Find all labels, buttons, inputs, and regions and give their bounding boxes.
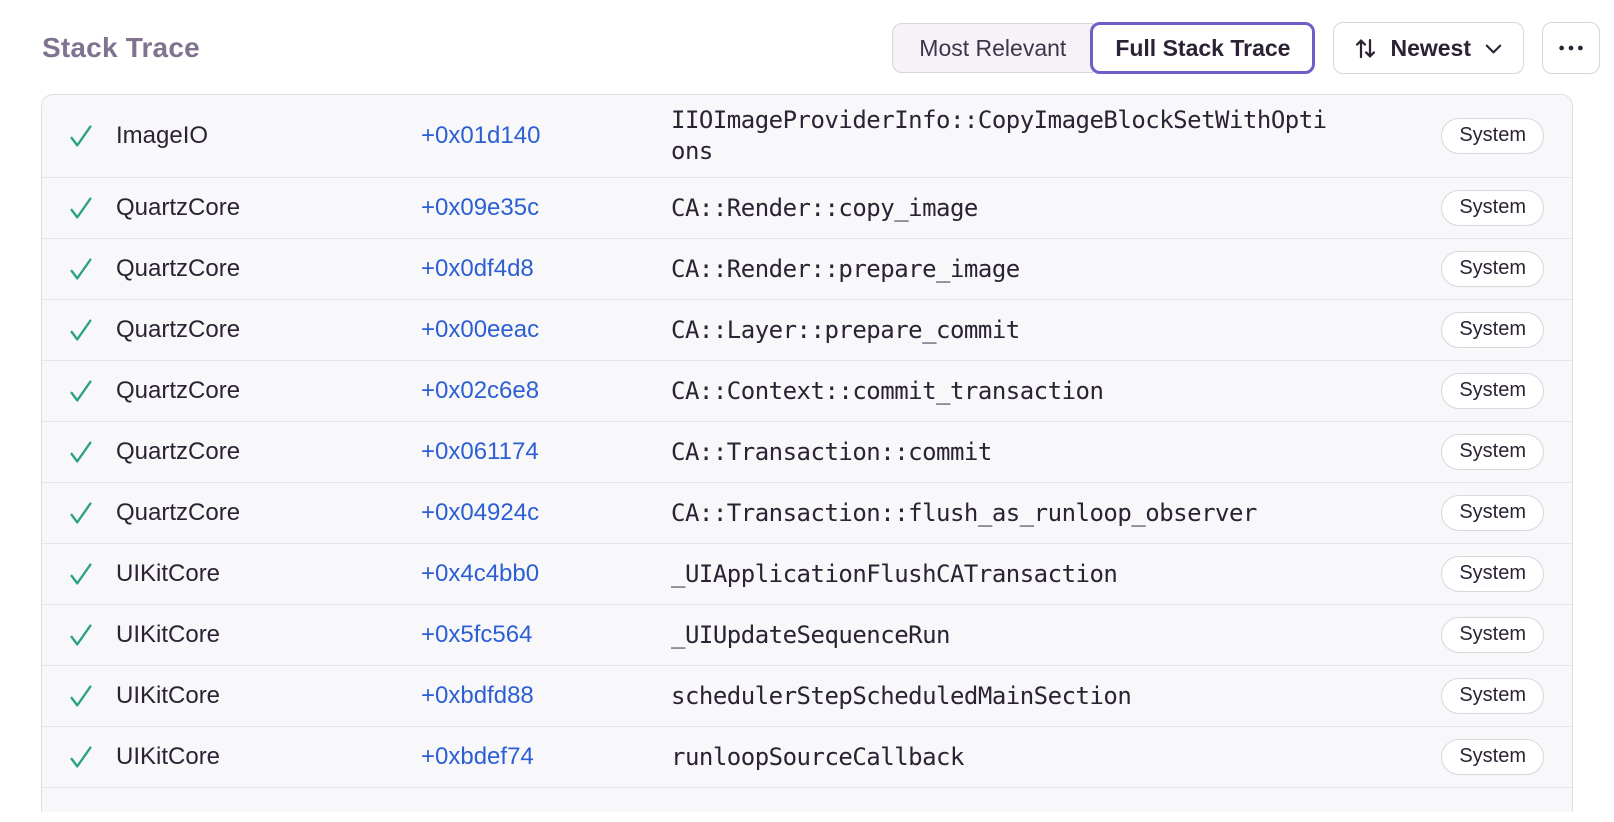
frame-module: QuartzCore: [116, 377, 241, 404]
full-stack-trace-label: Full Stack Trace: [1115, 34, 1291, 61]
sort-arrows-icon: [1352, 35, 1379, 62]
trace-view-segmented-control: Most Relevant Full Stack Trace: [892, 22, 1316, 74]
chevron-down-icon: [1482, 37, 1505, 60]
frame-system-badge: System: [1441, 556, 1544, 592]
stack-frame-row[interactable]: UIKitCore +0x5fc564 _UIUpdateSequenceRun…: [42, 605, 1572, 666]
overflow-menu-button[interactable]: [1542, 22, 1600, 74]
frame-address-link[interactable]: +0x00eeac: [421, 316, 540, 343]
frame-module: QuartzCore: [116, 194, 241, 221]
frame-system-badge: System: [1441, 373, 1544, 409]
frame-address-link[interactable]: +0x01d140: [421, 122, 541, 149]
frame-system-badge: System: [1441, 495, 1544, 531]
frame-address-link[interactable]: +0x04924c: [421, 499, 540, 526]
check-icon: [66, 376, 96, 406]
frame-function: _UIUpdateSequenceRun: [671, 620, 950, 649]
frame-system-badge: System: [1441, 434, 1544, 470]
frame-module: UIKitCore: [116, 560, 221, 587]
check-icon: [66, 742, 96, 772]
full-stack-trace-button[interactable]: Full Stack Trace: [1090, 22, 1316, 74]
stack-frame-row[interactable]: QuartzCore +0x02c6e8 CA::Context::commit…: [42, 361, 1572, 422]
check-icon: [66, 121, 96, 151]
check-icon: [66, 437, 96, 467]
frame-address-link[interactable]: +0x5fc564: [421, 621, 533, 648]
frame-function: runloopSourceCallback: [671, 742, 964, 771]
frame-system-badge: System: [1441, 617, 1544, 653]
stack-frame-row[interactable]: UIKitCore +0xbdfd88 schedulerStepSchedul…: [42, 666, 1572, 727]
check-icon: [66, 315, 96, 345]
check-icon: [66, 620, 96, 650]
stack-frame-row[interactable]: QuartzCore +0x0df4d8 CA::Render::prepare…: [42, 239, 1572, 300]
sort-order-label: Newest: [1390, 34, 1471, 61]
check-icon: [66, 559, 96, 589]
stack-frame-row[interactable]: QuartzCore +0x00eeac CA::Layer::prepare_…: [42, 300, 1572, 361]
stack-frame-row[interactable]: UIKitCore +0xbdef74 runloopSourceCallbac…: [42, 727, 1572, 788]
frame-address-link[interactable]: +0x02c6e8: [421, 377, 540, 404]
most-relevant-label: Most Relevant: [919, 34, 1067, 61]
frame-system-badge: System: [1441, 190, 1544, 226]
frame-function: IIOImageProviderInfo::CopyImageBlockSetW…: [671, 106, 1327, 165]
frame-function: CA::Render::copy_image: [671, 193, 978, 222]
stack-frame-row[interactable]: QuartzCore +0x09e35c CA::Render::copy_im…: [42, 178, 1572, 239]
stack-frame-row-partial: [42, 788, 1572, 812]
frame-module: QuartzCore: [116, 316, 241, 343]
frame-system-badge: System: [1441, 251, 1544, 287]
frame-function: CA::Render::prepare_image: [671, 254, 1020, 283]
frame-module: ImageIO: [116, 122, 209, 149]
frame-function: CA::Transaction::flush_as_runloop_observ…: [671, 498, 1257, 527]
frame-address-link[interactable]: +0x09e35c: [421, 194, 540, 221]
frame-module: UIKitCore: [116, 743, 221, 770]
frame-module: QuartzCore: [116, 255, 241, 282]
frame-module: QuartzCore: [116, 438, 241, 465]
frame-module: UIKitCore: [116, 621, 221, 648]
frame-function: schedulerStepScheduledMainSection: [671, 681, 1132, 710]
frame-system-badge: System: [1441, 118, 1544, 154]
frame-module: UIKitCore: [116, 682, 221, 709]
stack-frame-row[interactable]: QuartzCore +0x04924c CA::Transaction::fl…: [42, 483, 1572, 544]
stack-frame-row[interactable]: QuartzCore +0x061174 CA::Transaction::co…: [42, 422, 1572, 483]
check-icon: [66, 254, 96, 284]
frame-address-link[interactable]: +0x4c4bb0: [421, 560, 540, 587]
check-icon: [66, 193, 96, 223]
ellipsis-icon: [1556, 33, 1586, 63]
frame-function: CA::Layer::prepare_commit: [671, 315, 1020, 344]
check-icon: [66, 498, 96, 528]
frame-system-badge: System: [1441, 678, 1544, 714]
frame-function: CA::Context::commit_transaction: [671, 376, 1104, 405]
header-controls: Most Relevant Full Stack Trace Newest: [892, 22, 1600, 74]
frame-module: QuartzCore: [116, 499, 241, 526]
stack-frame-row[interactable]: ImageIO +0x01d140 IIOImageProviderInfo::…: [42, 95, 1572, 178]
stack-trace-list: ImageIO +0x01d140 IIOImageProviderInfo::…: [41, 94, 1573, 812]
stack-trace-header: Stack Trace Most Relevant Full Stack Tra…: [0, 0, 1614, 74]
frame-address-link[interactable]: +0x0df4d8: [421, 255, 534, 282]
frame-system-badge: System: [1441, 739, 1544, 775]
frame-function: CA::Transaction::commit: [671, 437, 992, 466]
stack-frame-row[interactable]: UIKitCore +0x4c4bb0 _UIApplicationFlushC…: [42, 544, 1572, 605]
most-relevant-button[interactable]: Most Relevant: [892, 23, 1094, 73]
check-icon: [66, 681, 96, 711]
frame-function: _UIApplicationFlushCATransaction: [671, 559, 1118, 588]
frame-address-link[interactable]: +0x061174: [421, 438, 539, 465]
frame-system-badge: System: [1441, 312, 1544, 348]
frame-address-link[interactable]: +0xbdfd88: [421, 682, 534, 709]
page-title: Stack Trace: [42, 32, 200, 63]
sort-order-dropdown[interactable]: Newest: [1333, 22, 1524, 74]
frame-address-link[interactable]: +0xbdef74: [421, 743, 534, 770]
